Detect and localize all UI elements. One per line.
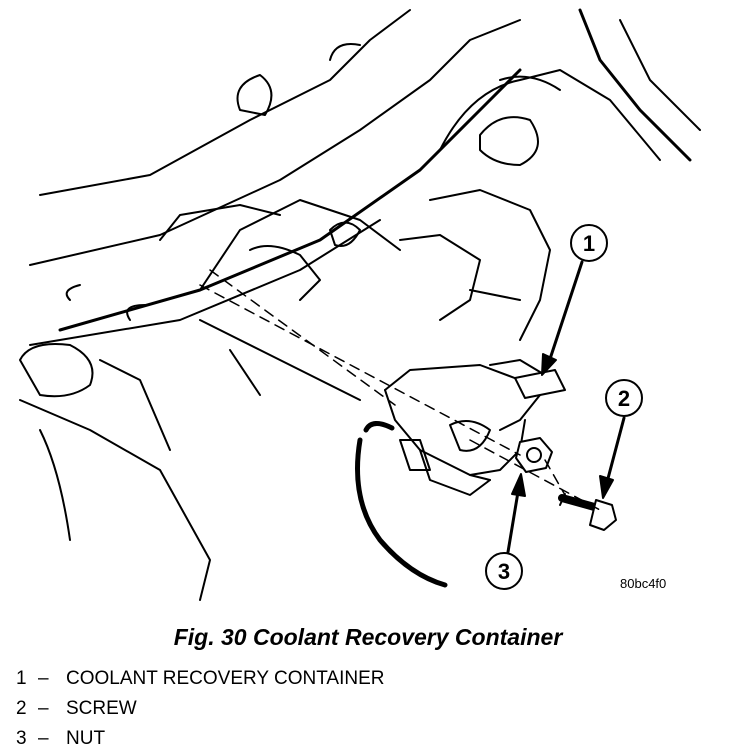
callout-3-label: 3 — [498, 559, 510, 584]
figure-caption: Fig. 30 Coolant Recovery Container — [173, 624, 563, 650]
legend-dash: – — [38, 668, 49, 689]
fender-drawing — [399, 8, 701, 341]
legend-number: 2 — [16, 698, 27, 719]
legend-dash: – — [38, 728, 49, 749]
cowl-panel-drawing — [29, 9, 522, 346]
container-drawing — [355, 359, 566, 588]
callout-1: 1 — [541, 224, 608, 376]
coolant-recovery-container-illustration: 1 2 3 — [19, 8, 701, 601]
legend-dash: – — [38, 698, 49, 719]
legend-text: SCREW — [66, 698, 137, 719]
frame-rail-drawing — [19, 319, 361, 601]
callout-2-label: 2 — [618, 386, 630, 411]
image-reference-code: 80bc4f0 — [620, 576, 667, 591]
legend-text: COOLANT RECOVERY CONTAINER — [66, 668, 385, 689]
callout-1-label: 1 — [583, 231, 595, 256]
legend-item: 1–COOLANT RECOVERY CONTAINER — [16, 664, 385, 694]
callout-2: 2 — [599, 379, 643, 499]
parts-legend: 1–COOLANT RECOVERY CONTAINER 2–SCREW 3–N… — [16, 664, 385, 754]
alignment-dashed-lines — [199, 269, 601, 511]
callout-3: 3 — [485, 473, 526, 590]
legend-item: 3–NUT — [16, 724, 385, 754]
legend-number: 1 — [16, 668, 27, 689]
legend-item: 2–SCREW — [16, 694, 385, 724]
legend-text: NUT — [66, 728, 106, 749]
screw-drawing — [558, 493, 617, 531]
nut-drawing — [515, 437, 553, 473]
legend-number: 3 — [16, 728, 27, 749]
